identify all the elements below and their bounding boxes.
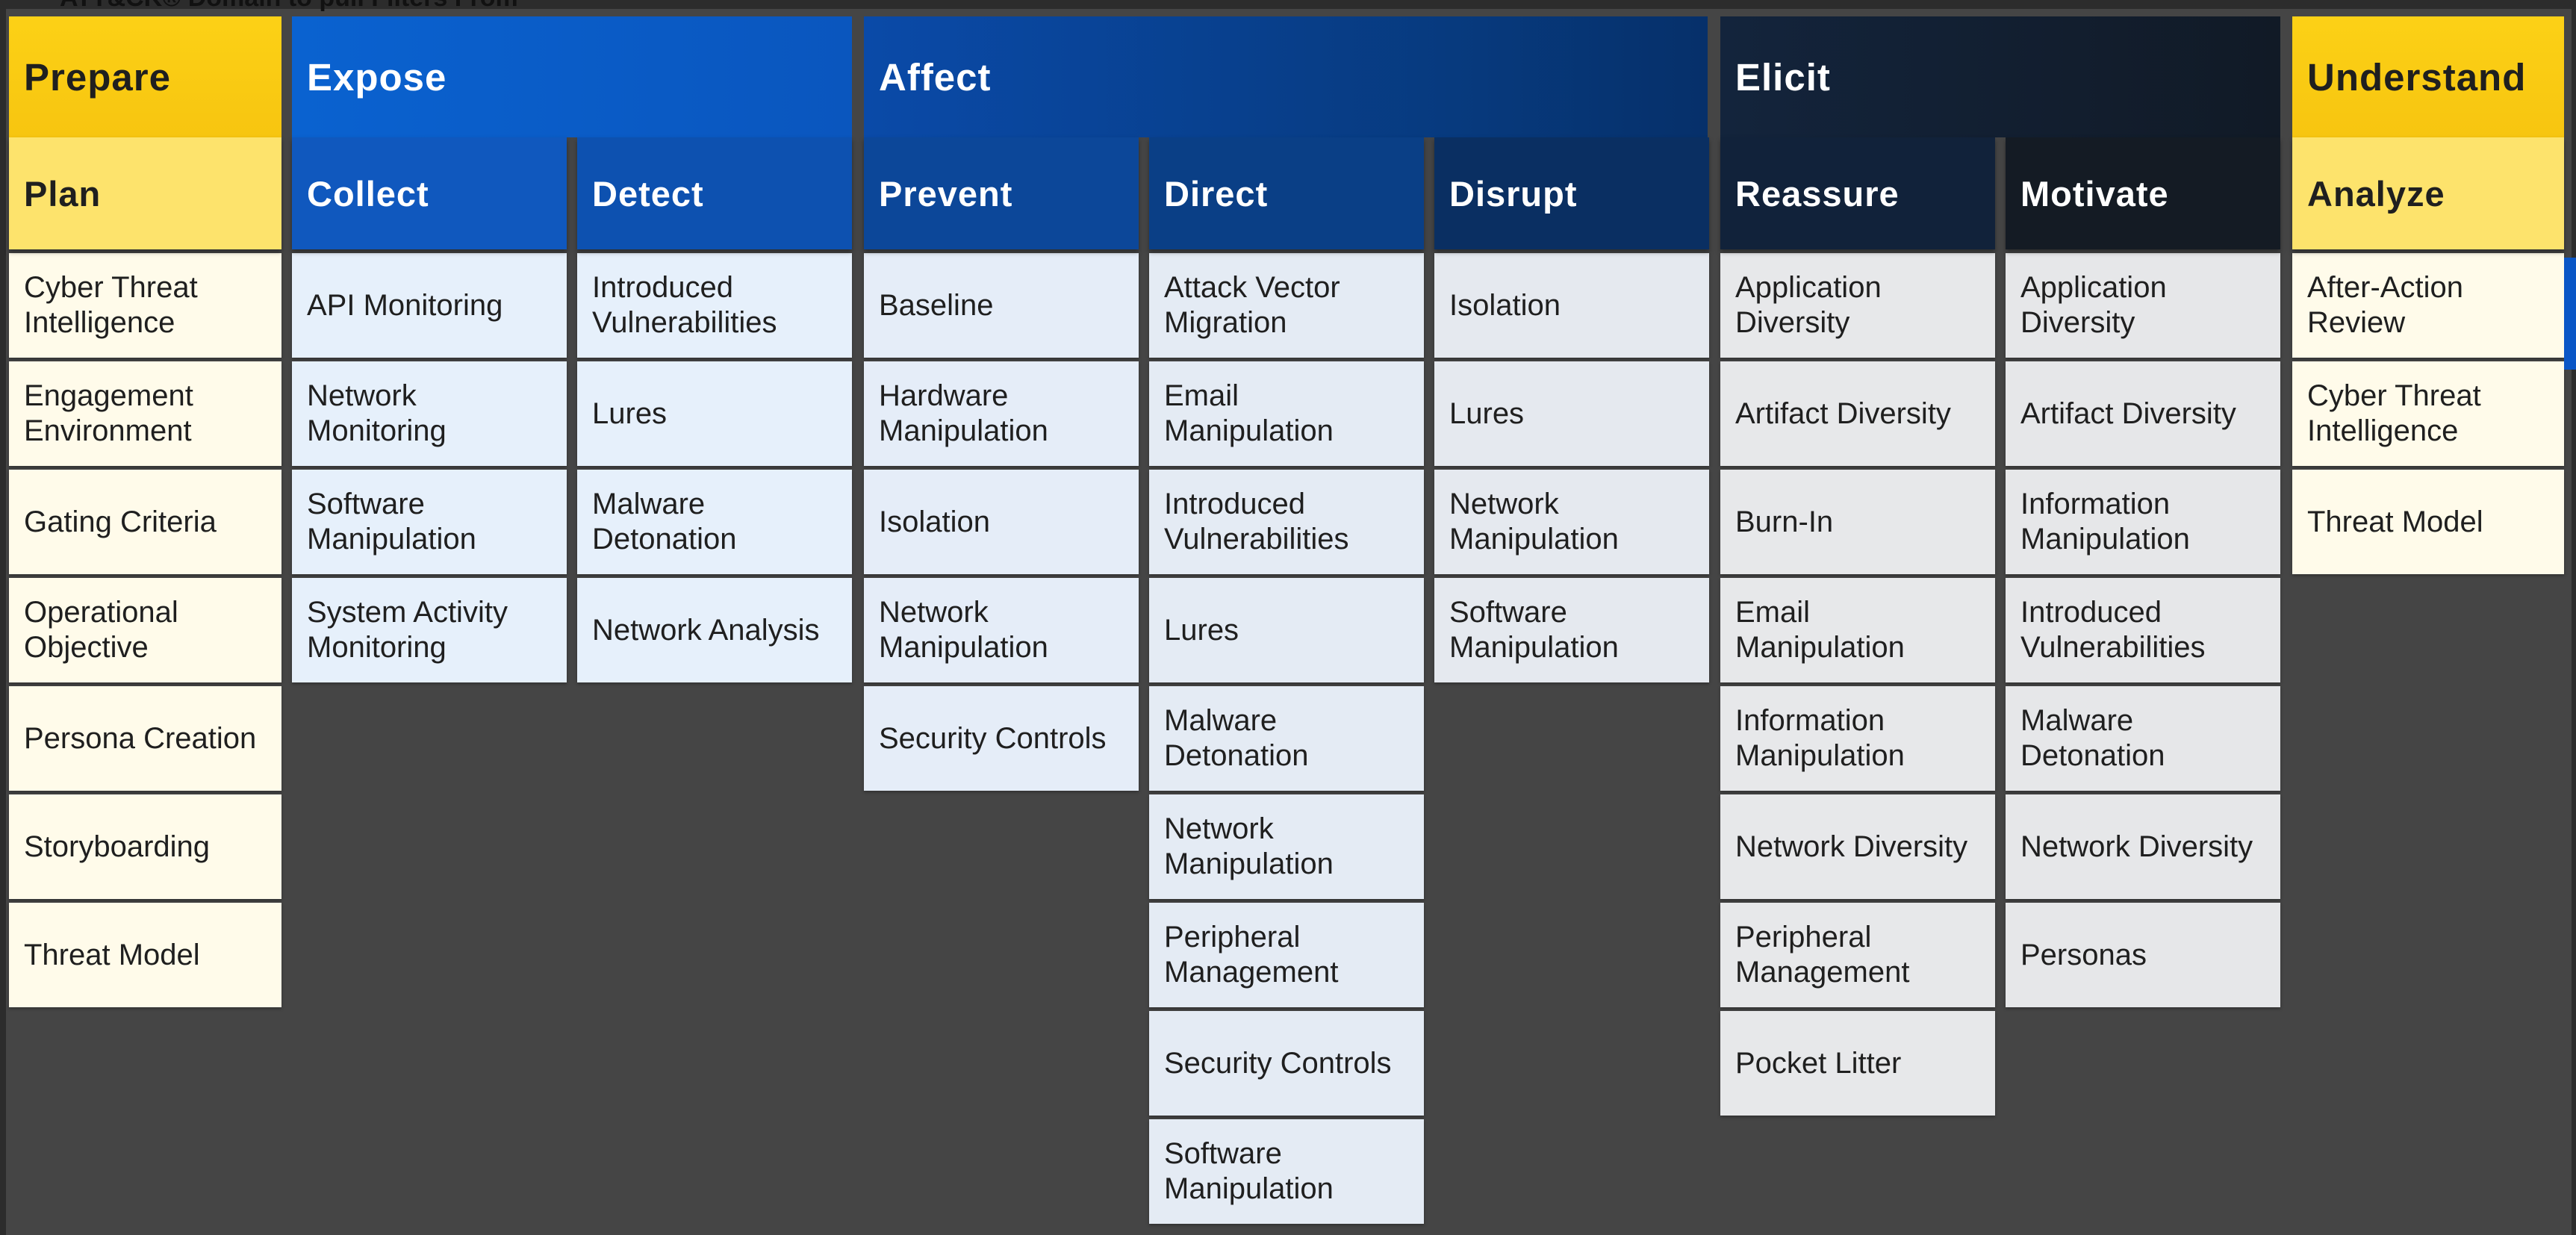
technique-cell[interactable]: Application Diversity: [1720, 253, 1995, 358]
goal-affect[interactable]: Affect: [864, 16, 1708, 137]
technique-cell[interactable]: Pocket Litter: [1720, 1011, 1995, 1116]
approach-header-collect[interactable]: Collect: [292, 137, 567, 249]
technique-cell[interactable]: Malware Detonation: [1149, 686, 1424, 791]
approach-header-analyze[interactable]: Analyze: [2292, 137, 2564, 249]
technique-cell[interactable]: Security Controls: [864, 686, 1139, 791]
technique-cell[interactable]: Network Monitoring: [292, 361, 567, 466]
approach-header-prevent[interactable]: Prevent: [864, 137, 1139, 249]
technique-cell[interactable]: Lures: [1434, 361, 1709, 466]
technique-cell[interactable]: Software Manipulation: [292, 470, 567, 574]
technique-cell[interactable]: Software Manipulation: [1434, 578, 1709, 682]
offscreen-panel-edge: [2564, 258, 2576, 370]
technique-cell[interactable]: Network Diversity: [2006, 794, 2280, 899]
technique-cell[interactable]: Cyber Threat Intelligence: [2292, 361, 2564, 466]
technique-cell[interactable]: Email Manipulation: [1720, 578, 1995, 682]
approach-column-analyze: Analyze After-Action Review Cyber Threat…: [2292, 137, 2564, 574]
technique-cell[interactable]: Threat Model: [2292, 470, 2564, 574]
technique-cell[interactable]: Information Manipulation: [1720, 686, 1995, 791]
approach-header-direct[interactable]: Direct: [1149, 137, 1424, 249]
technique-cell[interactable]: Gating Criteria: [9, 470, 281, 574]
goal-expose-label: Expose: [307, 55, 447, 99]
technique-cell[interactable]: Network Analysis: [577, 578, 852, 682]
technique-cell[interactable]: Personas: [2006, 903, 2280, 1007]
technique-cell[interactable]: Baseline: [864, 253, 1139, 358]
technique-cell[interactable]: Application Diversity: [2006, 253, 2280, 358]
technique-cell[interactable]: Network Manipulation: [1434, 470, 1709, 574]
technique-cell[interactable]: Email Manipulation: [1149, 361, 1424, 466]
technique-cell[interactable]: Lures: [1149, 578, 1424, 682]
technique-cell[interactable]: System Activity Monitoring: [292, 578, 567, 682]
technique-cell[interactable]: Network Diversity: [1720, 794, 1995, 899]
technique-cell[interactable]: Introduced Vulnerabilities: [577, 253, 852, 358]
approach-header-detect[interactable]: Detect: [577, 137, 852, 249]
technique-cell[interactable]: Malware Detonation: [577, 470, 852, 574]
approach-column-detect: Detect Introduced Vulnerabilities Lures …: [577, 137, 852, 682]
technique-cell[interactable]: Lures: [577, 361, 852, 466]
approach-column-plan: Plan Cyber Threat Intelligence Engagemen…: [9, 137, 281, 1007]
domain-filter-caption: ATT&CK® Domain to pull Filters From: [60, 0, 518, 13]
technique-cell[interactable]: Isolation: [1434, 253, 1709, 358]
approach-header-reassure[interactable]: Reassure: [1720, 137, 1995, 249]
goal-understand-label: Understand: [2307, 55, 2527, 99]
goal-prepare[interactable]: Prepare: [9, 16, 281, 137]
approach-column-disrupt: Disrupt Isolation Lures Network Manipula…: [1434, 137, 1709, 682]
approach-column-direct: Direct Attack Vector Migration Email Man…: [1149, 137, 1424, 1224]
technique-cell[interactable]: Threat Model: [9, 903, 281, 1007]
technique-cell[interactable]: Information Manipulation: [2006, 470, 2280, 574]
technique-cell[interactable]: Artifact Diversity: [1720, 361, 1995, 466]
goal-elicit-label: Elicit: [1735, 55, 1831, 99]
technique-cell[interactable]: Introduced Vulnerabilities: [1149, 470, 1424, 574]
goal-elicit[interactable]: Elicit: [1720, 16, 2280, 137]
technique-cell[interactable]: Burn-In: [1720, 470, 1995, 574]
technique-cell[interactable]: Storyboarding: [9, 794, 281, 899]
technique-cell[interactable]: Network Manipulation: [864, 578, 1139, 682]
technique-cell[interactable]: Engagement Environment: [9, 361, 281, 466]
technique-cell[interactable]: Network Manipulation: [1149, 794, 1424, 899]
technique-cell[interactable]: Attack Vector Migration: [1149, 253, 1424, 358]
goal-expose[interactable]: Expose: [292, 16, 852, 137]
approach-header-motivate[interactable]: Motivate: [2006, 137, 2280, 249]
approach-column-prevent: Prevent Baseline Hardware Manipulation I…: [864, 137, 1139, 791]
approach-header-disrupt[interactable]: Disrupt: [1434, 137, 1709, 249]
approach-column-reassure: Reassure Application Diversity Artifact …: [1720, 137, 1995, 1116]
technique-cell[interactable]: Persona Creation: [9, 686, 281, 791]
technique-cell[interactable]: Peripheral Management: [1149, 903, 1424, 1007]
technique-cell[interactable]: Security Controls: [1149, 1011, 1424, 1116]
technique-cell[interactable]: Hardware Manipulation: [864, 361, 1139, 466]
technique-cell[interactable]: Malware Detonation: [2006, 686, 2280, 791]
technique-cell[interactable]: API Monitoring: [292, 253, 567, 358]
approach-header-plan[interactable]: Plan: [9, 137, 281, 249]
technique-cell[interactable]: Operational Objective: [9, 578, 281, 682]
technique-cell[interactable]: After-Action Review: [2292, 253, 2564, 358]
technique-cell[interactable]: Artifact Diversity: [2006, 361, 2280, 466]
technique-cell[interactable]: Cyber Threat Intelligence: [9, 253, 281, 358]
technique-cell[interactable]: Isolation: [864, 470, 1139, 574]
technique-cell[interactable]: Peripheral Management: [1720, 903, 1995, 1007]
goal-affect-label: Affect: [879, 55, 992, 99]
approach-column-motivate: Motivate Application Diversity Artifact …: [2006, 137, 2280, 1007]
goal-understand[interactable]: Understand: [2292, 16, 2564, 137]
approach-column-collect: Collect API Monitoring Network Monitorin…: [292, 137, 567, 682]
goal-prepare-label: Prepare: [24, 55, 171, 99]
technique-cell[interactable]: Software Manipulation: [1149, 1119, 1424, 1224]
technique-cell[interactable]: Introduced Vulnerabilities: [2006, 578, 2280, 682]
